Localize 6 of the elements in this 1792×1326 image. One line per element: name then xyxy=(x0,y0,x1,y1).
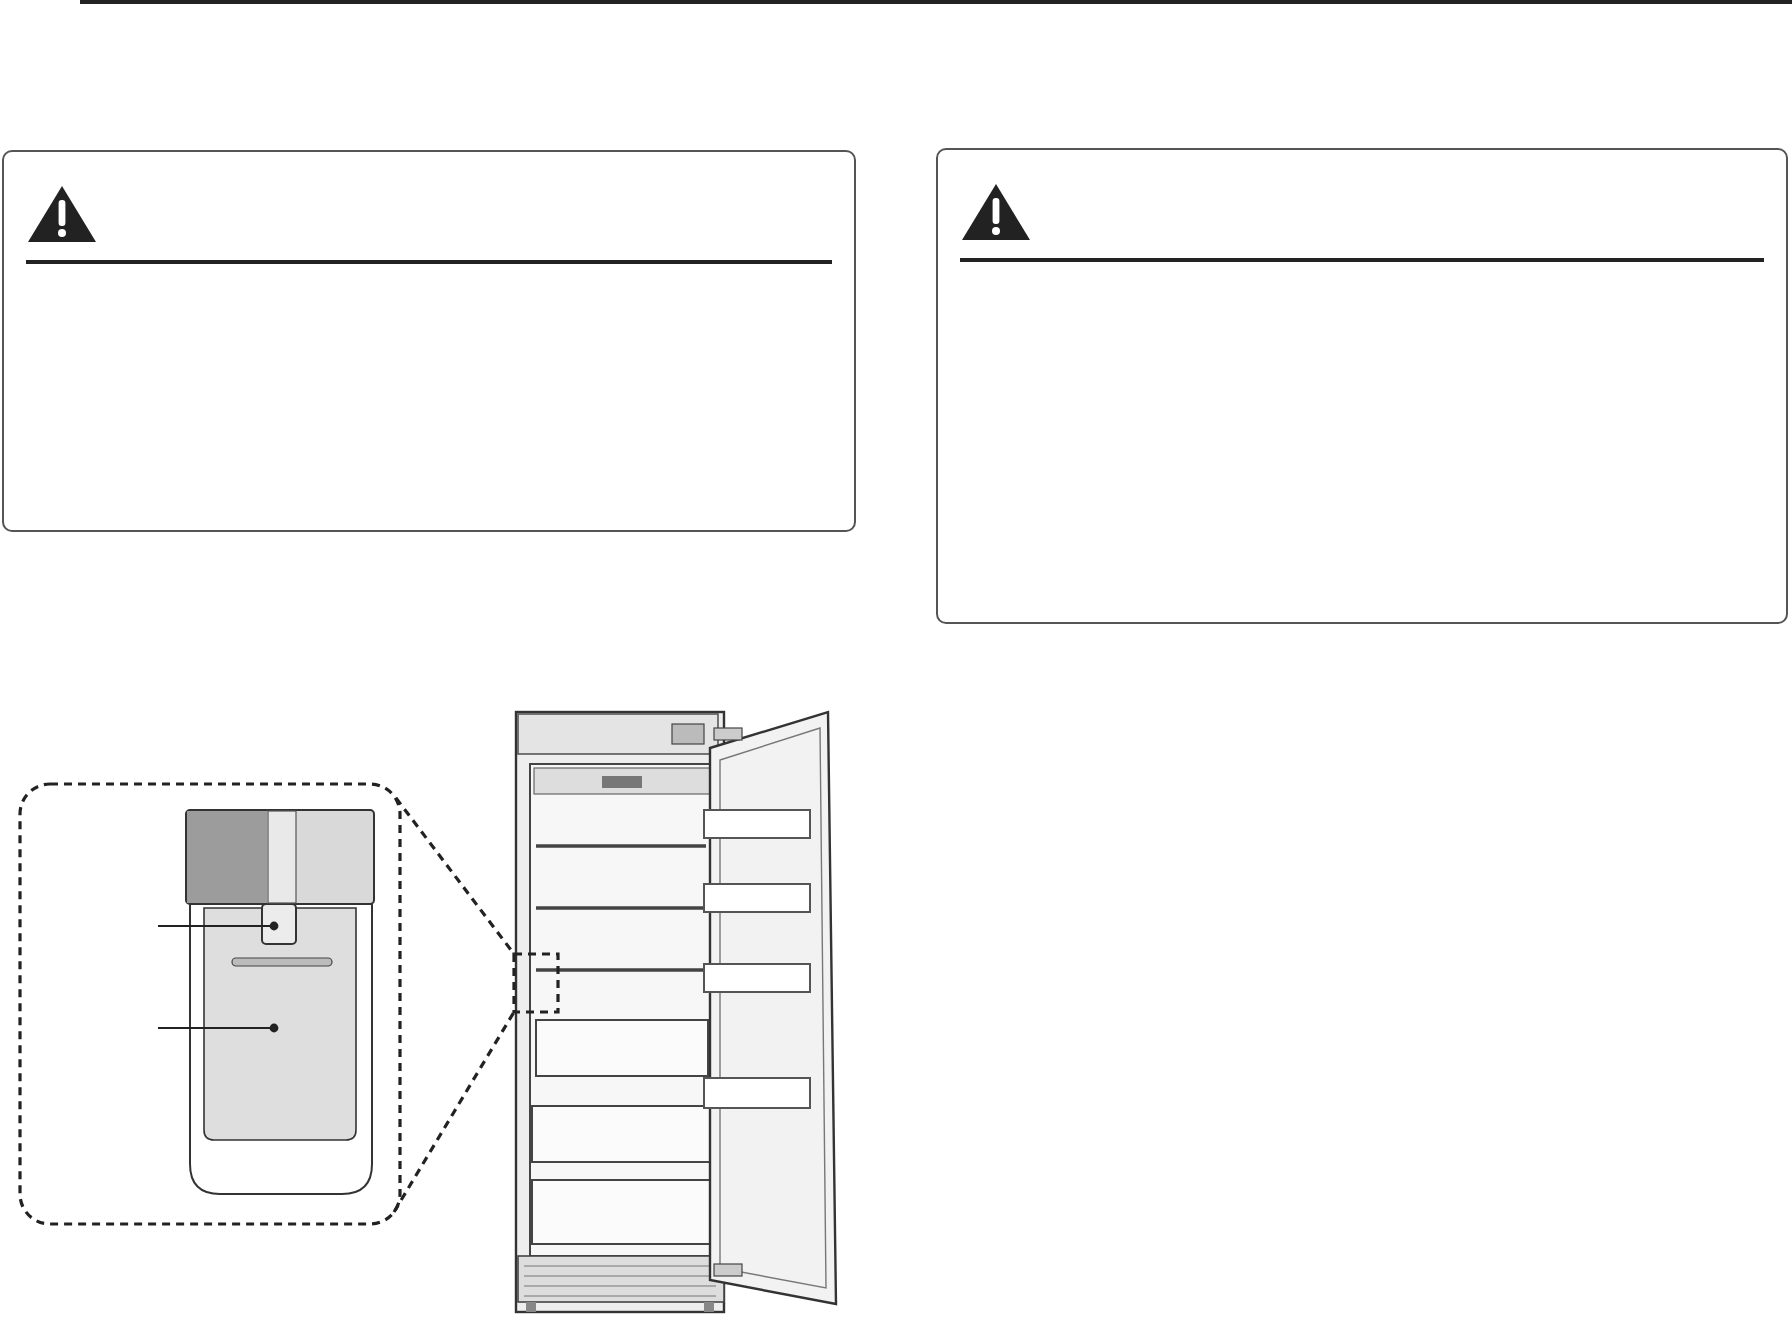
leader-line xyxy=(158,1023,279,1033)
leader-line xyxy=(158,921,279,931)
warning-box xyxy=(2,150,856,532)
warning-box xyxy=(936,148,1788,624)
filter-body xyxy=(189,903,373,1195)
filter-nozzle xyxy=(261,903,297,945)
